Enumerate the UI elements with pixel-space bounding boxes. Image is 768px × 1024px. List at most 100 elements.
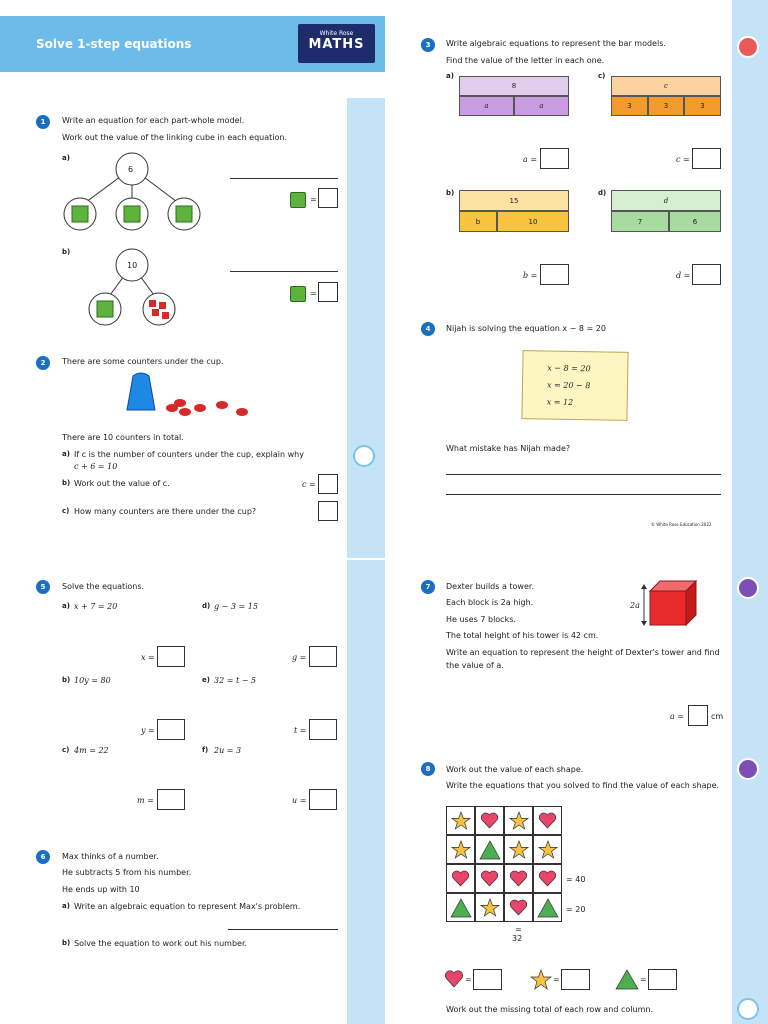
snowglobe-icon-2 — [737, 758, 759, 780]
q3a-label: a) — [446, 72, 454, 80]
q5c-equation: 4m = 22 — [74, 746, 109, 755]
q1a-answer-box[interactable] — [318, 188, 338, 208]
q3c-bar-part-2: 3 — [648, 96, 684, 116]
q3b-bar-part-2: 10 — [497, 211, 569, 232]
q8-instruction-1: Work out the value of each shape. — [446, 765, 584, 774]
q5c-answer-box[interactable] — [157, 789, 185, 810]
q3-instruction-1: Write algebraic equations to represent t… — [446, 39, 666, 48]
q7-line-4: The total height of his tower is 42 cm. — [446, 631, 599, 640]
q2c-label: c) — [62, 507, 70, 515]
q3c-answer-label: c = — [676, 155, 690, 164]
star-answer-box[interactable] — [561, 969, 590, 990]
question-number-3: 3 — [421, 38, 435, 52]
q3b-bar-top: 15 — [459, 190, 569, 211]
q1a-answer-line[interactable] — [230, 178, 338, 179]
q2b-text: Work out the value of c. — [74, 479, 170, 488]
right-side-strip — [732, 0, 768, 1024]
q5d-equation: g − 3 = 15 — [214, 602, 258, 611]
q6a-answer-line[interactable] — [228, 929, 338, 930]
nijah-work-line-3: x = 12 — [546, 397, 574, 407]
grid-cell-heart-icon — [504, 893, 533, 922]
q2-instruction: There are some counters under the cup. — [62, 357, 224, 366]
q5a-answer-box[interactable] — [157, 646, 185, 667]
q5b-answer-box[interactable] — [157, 719, 185, 740]
cup-icon — [353, 445, 375, 467]
q7-line-6: the value of a. — [446, 661, 504, 670]
q3a-answer-box[interactable] — [540, 148, 569, 169]
q1b-answer-box[interactable] — [318, 282, 338, 302]
heart-equals: = — [465, 975, 472, 984]
question-number-7: 7 — [421, 580, 435, 594]
q3c-bar-part-3: 3 — [684, 96, 721, 116]
nijah-work-line-1: x − 8 = 20 — [547, 363, 591, 374]
q2a-label: a) — [62, 450, 70, 458]
q4-answer-line-1[interactable] — [446, 474, 721, 475]
q1-instruction-2: Work out the value of the linking cube i… — [62, 133, 288, 142]
question-number-6: 6 — [36, 850, 50, 864]
row-total-3: = 40 — [566, 875, 586, 884]
grid-cell-triangle-icon — [446, 893, 475, 922]
logo-line2: MATHS — [308, 37, 365, 52]
q5a-answer-label: x = — [141, 653, 155, 662]
q3a-bar-top: 8 — [459, 76, 569, 96]
q5f-label: f) — [202, 746, 209, 754]
grid-cell-star-icon — [446, 806, 475, 835]
copyright: © White Rose Education 2022 — [651, 522, 712, 527]
q1a-whole-value: 6 — [128, 165, 134, 174]
grid-cell-heart-icon — [504, 864, 533, 893]
q5f-answer-label: u = — [292, 796, 307, 805]
q5d-label: d) — [202, 602, 211, 610]
q7-answer-box[interactable] — [688, 705, 708, 726]
q3-instruction-2: Find the value of the letter in each one… — [446, 56, 605, 65]
q5e-answer-box[interactable] — [309, 719, 337, 740]
q3b-answer-box[interactable] — [540, 264, 569, 285]
q5f-answer-box[interactable] — [309, 789, 337, 810]
shape-grid — [446, 806, 564, 924]
q2b-label: b) — [62, 479, 71, 487]
linking-cube-icon — [290, 192, 306, 208]
q5c-answer-label: m = — [137, 796, 154, 805]
logo-line1: White Rose — [319, 30, 354, 37]
q3b-answer-label: b = — [523, 271, 538, 280]
q8-instruction-2: Write the equations that you solved to f… — [446, 781, 720, 790]
block-height-label: 2a — [630, 601, 640, 610]
q3c-answer-box[interactable] — [692, 148, 721, 169]
q2-total-text: There are 10 counters in total. — [62, 433, 184, 442]
page-title: Solve 1-step equations — [36, 37, 192, 51]
q3a-bar-part-2: a — [514, 96, 569, 116]
heart-icon — [444, 970, 464, 988]
q4-answer-line-2[interactable] — [446, 494, 721, 495]
q3b-bar-part-1: b — [459, 211, 497, 232]
grid-cell-star-icon — [504, 835, 533, 864]
q6-line-1: Max thinks of a number. — [62, 852, 159, 861]
q6-line-2: He subtracts 5 from his number. — [62, 868, 192, 877]
q5e-equation: 32 = t − 5 — [214, 676, 257, 685]
q6a-text: Write an algebraic equation to represent… — [74, 902, 301, 911]
nijah-work-line-2: x = 20 − 8 — [546, 380, 591, 391]
q1a-equals: = — [310, 195, 317, 204]
column-total-value: 32 — [512, 934, 523, 943]
q3c-label: c) — [598, 72, 606, 80]
q5a-equation: x + 7 = 20 — [74, 602, 118, 611]
q6-line-3: He ends up with 10 — [62, 885, 140, 894]
q1b-answer-line[interactable] — [230, 271, 338, 272]
question-number-8: 8 — [421, 762, 435, 776]
q4-instruction: Nijah is solving the equation x − 8 = 20 — [446, 324, 606, 333]
q2b-answer-label: c = — [302, 480, 316, 489]
row-total-4: = 20 — [566, 905, 586, 914]
grid-cell-star-icon — [475, 893, 504, 922]
q1b-equals: = — [310, 289, 317, 298]
question-number-5: 5 — [36, 580, 50, 594]
q5a-label: a) — [62, 602, 70, 610]
heart-answer-box[interactable] — [473, 969, 502, 990]
q6a-label: a) — [62, 902, 70, 910]
q3d-bar-part-2: 6 — [669, 211, 721, 232]
grid-cell-triangle-icon — [475, 835, 504, 864]
q2c-answer-box[interactable] — [318, 501, 338, 521]
q3d-answer-label: d = — [676, 271, 691, 280]
q3d-answer-box[interactable] — [692, 264, 721, 285]
triangle-answer-box[interactable] — [648, 969, 677, 990]
q5d-answer-box[interactable] — [309, 646, 337, 667]
q2b-answer-box[interactable] — [318, 474, 338, 494]
q7-unit: cm — [711, 712, 724, 721]
